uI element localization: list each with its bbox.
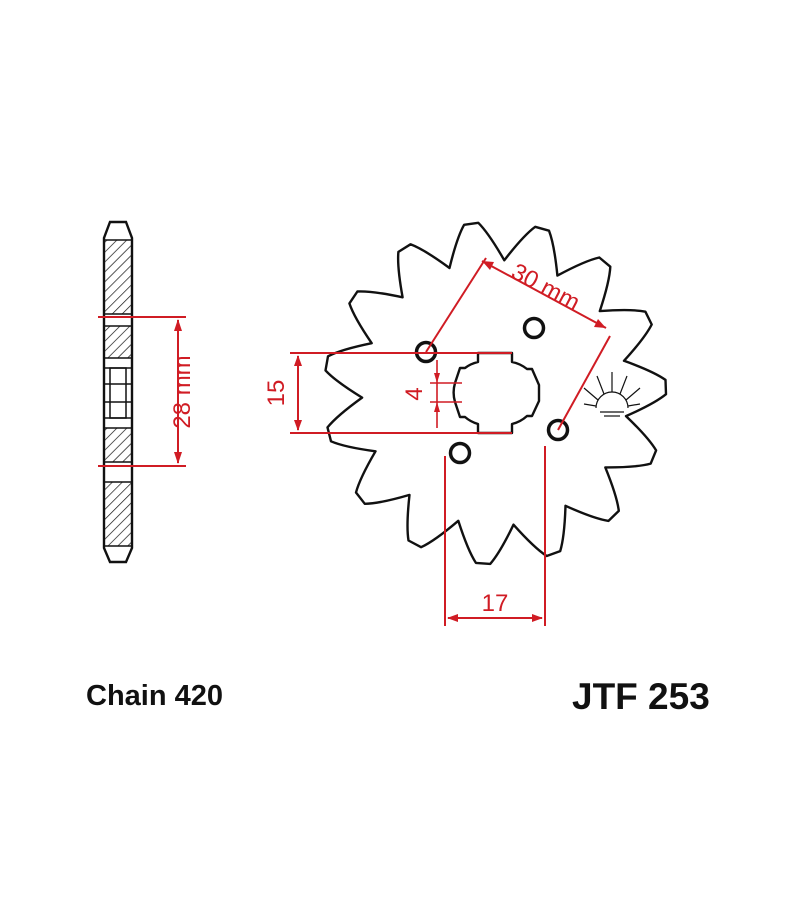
part-number-label: JTF 253 bbox=[572, 676, 710, 717]
bolt-circle-dimension bbox=[425, 257, 611, 431]
flat-height-dimension bbox=[290, 352, 512, 434]
side-hatch-upper-mid bbox=[103, 325, 133, 359]
bolt-hole-bottom-left bbox=[448, 441, 472, 465]
side-hatch-lower-mid bbox=[103, 427, 133, 463]
spline-diameter-dimension bbox=[444, 446, 546, 626]
side-view bbox=[102, 220, 134, 564]
key-width-dimension bbox=[430, 360, 462, 428]
bolt-hole-top-right bbox=[522, 316, 546, 340]
flat-height-label: 15 bbox=[263, 380, 290, 407]
spline-diameter-label: 17 bbox=[482, 590, 509, 617]
sun-stamp-icon bbox=[583, 372, 641, 417]
hub-width-dimension bbox=[98, 316, 186, 467]
key-width-label: 4 bbox=[401, 387, 428, 400]
spline-bore bbox=[452, 351, 541, 435]
chain-size-label: Chain 420 bbox=[86, 680, 223, 712]
side-hatch-top bbox=[103, 239, 133, 315]
side-hatch-bottom bbox=[103, 481, 133, 547]
hub-width-label: 28 mm bbox=[169, 355, 196, 428]
side-hub-slot bbox=[109, 367, 127, 419]
